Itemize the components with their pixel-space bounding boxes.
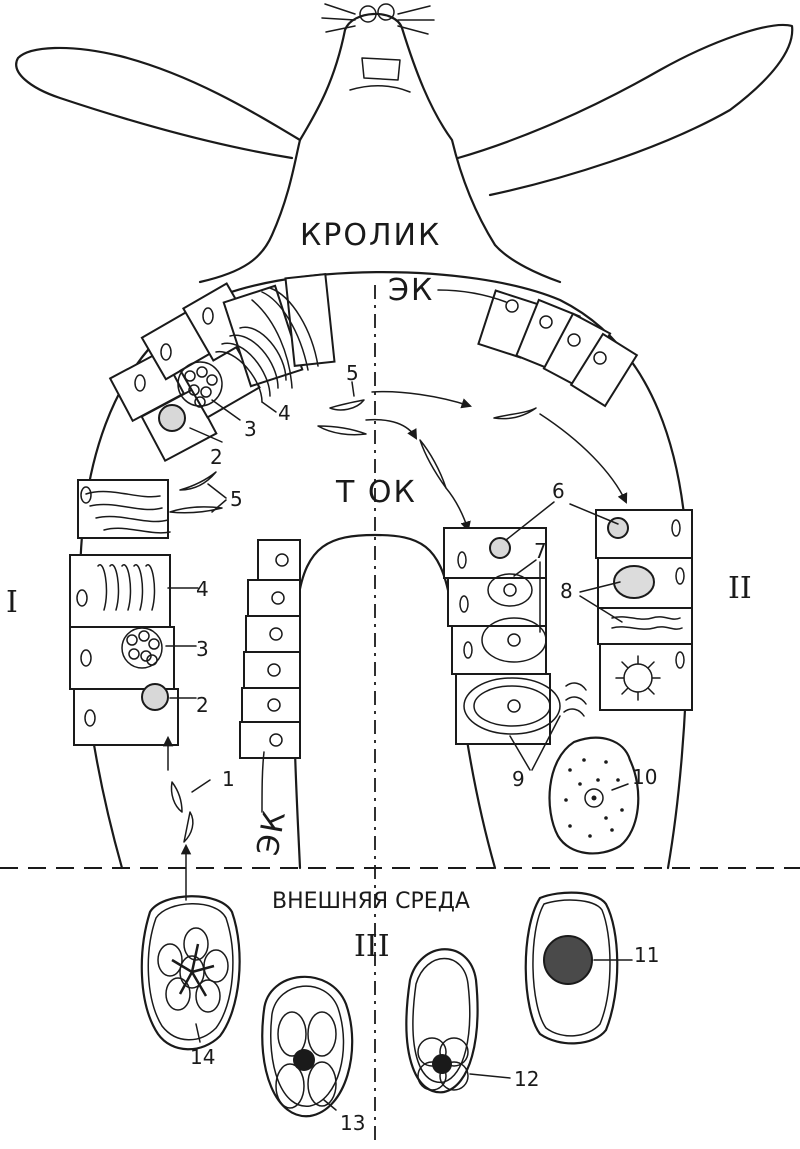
label-2-lower: 2 — [196, 693, 209, 717]
cell-nucleus — [80, 649, 92, 667]
oocyst-12-sporoblasts — [405, 948, 479, 1094]
sporozoite-1 — [183, 811, 194, 843]
rabbit-title: КРОЛИК — [300, 218, 441, 253]
rabbit-right-ear — [456, 24, 794, 197]
cell-nucleus — [80, 486, 92, 504]
label-1: 1 — [222, 767, 235, 791]
cell-nucleus — [160, 343, 172, 361]
arrow — [445, 487, 471, 533]
oocyst-11-unsporulated — [524, 891, 619, 1045]
epithelial-cell — [284, 273, 336, 367]
label-12: 12 — [514, 1067, 539, 1091]
schizont-3-upper — [177, 361, 223, 408]
zygote-9 — [463, 677, 561, 735]
label-9: 9 — [512, 767, 525, 791]
sporozoite-1 — [170, 781, 183, 813]
cell-nucleus — [202, 307, 214, 325]
epithelial-cell — [245, 615, 301, 653]
free-merozoite — [493, 407, 537, 420]
macrogamete-7-large — [481, 617, 547, 663]
epithelial-cell — [455, 673, 551, 745]
free-merozoite-5 — [169, 506, 223, 514]
label-13: 13 — [340, 1111, 365, 1135]
rabbit-left-eye — [359, 5, 377, 23]
label-14: 14 — [190, 1045, 215, 1069]
trophozoite-2-upper — [158, 404, 186, 432]
label-5-lower: 5 — [230, 487, 243, 511]
epithelial-cell — [451, 625, 547, 675]
label-2-upper: 2 — [210, 445, 223, 469]
free-merozoite — [419, 439, 447, 489]
sporont — [543, 935, 593, 985]
cell-nucleus — [76, 589, 88, 607]
epithelial-cell — [243, 651, 301, 689]
label-3-lower: 3 — [196, 637, 209, 661]
rabbit-nose — [349, 57, 411, 93]
stage-roman-2: II — [728, 571, 752, 606]
ek-top-label: ЭК — [388, 273, 434, 308]
stage-roman-1: I — [6, 585, 18, 620]
microgamete-column — [563, 509, 693, 717]
rabbit-illustration — [15, 3, 794, 284]
arrow — [371, 390, 472, 409]
external-environment-label: ВНЕШНЯЯ СРЕДА — [272, 889, 470, 914]
ek-bottom-label: ЭК — [251, 807, 293, 859]
label-10: 10 — [632, 765, 657, 789]
leader-lines — [165, 289, 633, 1111]
merozoite-bundle-4-lower — [97, 564, 156, 611]
tok-label: Т ОК — [335, 475, 417, 510]
oocyst-13-sporocysts — [261, 975, 354, 1118]
rabbit-left-ear — [15, 46, 302, 160]
free-merozoite-5 — [329, 399, 365, 411]
trophozoite-2-lower — [141, 683, 169, 711]
merozoite-bundle-4-upper — [215, 326, 287, 403]
macrogamete-7 — [487, 573, 533, 607]
merozoite-cluster — [251, 287, 319, 389]
microgametes-8 — [611, 616, 683, 630]
label-8: 8 — [560, 579, 573, 603]
oocyst-10 — [548, 736, 640, 855]
cell-nucleus — [134, 374, 146, 392]
epithelial-cell — [597, 607, 693, 645]
macrogamete-column — [443, 527, 561, 745]
microgametocyte-8 — [613, 565, 655, 599]
free-merozoite-5 — [317, 425, 367, 436]
epithelial-cell — [241, 687, 301, 723]
rabbit-whiskers — [321, 3, 435, 35]
inner-left-epithelium — [239, 539, 301, 759]
rabbit-head-body — [198, 12, 562, 284]
label-6: 6 — [552, 479, 565, 503]
epithelial-cell — [247, 579, 301, 617]
arrow — [365, 418, 418, 440]
label-4-lower: 4 — [196, 577, 209, 601]
epithelial-cell — [257, 539, 301, 581]
macrogametocyte-6 — [489, 537, 511, 559]
label-7: 7 — [534, 539, 547, 563]
label-11: 11 — [634, 943, 659, 967]
label-5-upper: 5 — [346, 361, 359, 385]
microgametocyte-spiky — [615, 655, 661, 701]
label-3-upper: 3 — [244, 417, 257, 441]
stage-roman-3: III — [354, 929, 390, 964]
free-merozoite-5 — [179, 471, 217, 491]
epithelial-cell — [447, 577, 547, 627]
cell-nucleus — [84, 709, 96, 727]
schizont-3-lower — [121, 627, 163, 669]
left-epithelium — [69, 273, 367, 843]
epithelial-cell — [239, 721, 301, 759]
label-4-upper: 4 — [278, 401, 291, 425]
microgametocyte-6 — [607, 517, 629, 539]
rabbit-right-eye — [377, 3, 395, 21]
epithelial-cell — [569, 332, 639, 408]
right-top-epithelium — [477, 289, 639, 408]
oocyst-14-sporulated — [140, 895, 241, 1051]
arrow — [539, 413, 628, 504]
merozoite-cluster-left — [85, 490, 171, 534]
